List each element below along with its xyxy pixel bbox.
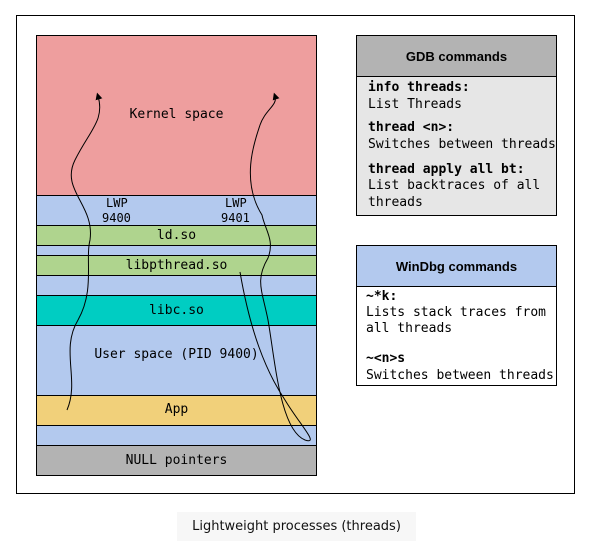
gdb-desc-2: Switches between threads: [368, 137, 556, 152]
gdb-cmd-1: info threads:: [368, 80, 470, 95]
null-pointers-layer: NULL pointers: [36, 445, 317, 476]
ld-so-layer: ld.so: [36, 225, 317, 246]
windbg-cmd-2: ~<n>s: [366, 351, 406, 366]
libc-layer: libc.so: [36, 295, 317, 326]
lwp-2-id: 9401: [221, 211, 250, 225]
windbg-desc-1b: all threads: [366, 321, 453, 336]
libpthread-label: libpthread.so: [125, 258, 228, 273]
null-pointers-label: NULL pointers: [125, 453, 228, 468]
lwp-2-label: LWP: [225, 196, 247, 210]
windbg-panel-body: ~*k: Lists stack traces from all threads…: [357, 287, 556, 385]
gap-layer-2: [36, 275, 317, 296]
windbg-cmd-1: ~*k:: [366, 289, 398, 304]
libpthread-layer: libpthread.so: [36, 255, 317, 276]
gdb-panel-header: GDB commands: [357, 36, 556, 77]
diagram-frame: [16, 15, 575, 494]
gdb-desc-3b: threads: [368, 195, 423, 210]
gap-layer-3: [36, 425, 317, 446]
gdb-commands-panel: GDB commands info threads: List Threads …: [356, 35, 557, 216]
gdb-cmd-3: thread apply all bt:: [368, 162, 525, 177]
lwp-1-id: 9400: [102, 211, 131, 225]
lwp-layer: [36, 195, 317, 226]
windbg-commands-panel: WinDbg commands ~*k: Lists stack traces …: [356, 245, 557, 386]
windbg-panel-header: WinDbg commands: [357, 246, 556, 287]
gdb-panel-body: info threads: List Threads thread <n>: S…: [357, 77, 556, 215]
gdb-desc-3: List backtraces of all: [368, 178, 541, 193]
user-space-layer: User space (PID 9400): [36, 325, 317, 396]
user-space-label: User space (PID 9400): [94, 347, 259, 362]
gdb-desc-1: List Threads: [368, 97, 462, 112]
windbg-desc-1: Lists stack traces from: [366, 305, 547, 320]
gdb-panel-title: GDB commands: [405, 48, 508, 64]
app-layer: App: [36, 395, 317, 426]
windbg-desc-2: Switches between threads: [366, 368, 554, 383]
kernel-space-layer: Kernel space: [36, 35, 317, 196]
gdb-cmd-2: thread <n>:: [368, 120, 455, 135]
libc-label: libc.so: [149, 303, 204, 318]
lwp-1-label: LWP: [106, 196, 128, 210]
figure-caption: Lightweight processes (threads): [177, 512, 416, 541]
app-label: App: [164, 402, 189, 417]
windbg-panel-title: WinDbg commands: [395, 258, 518, 274]
ld-so-label: ld.so: [156, 228, 197, 243]
kernel-space-label: Kernel space: [129, 107, 224, 122]
